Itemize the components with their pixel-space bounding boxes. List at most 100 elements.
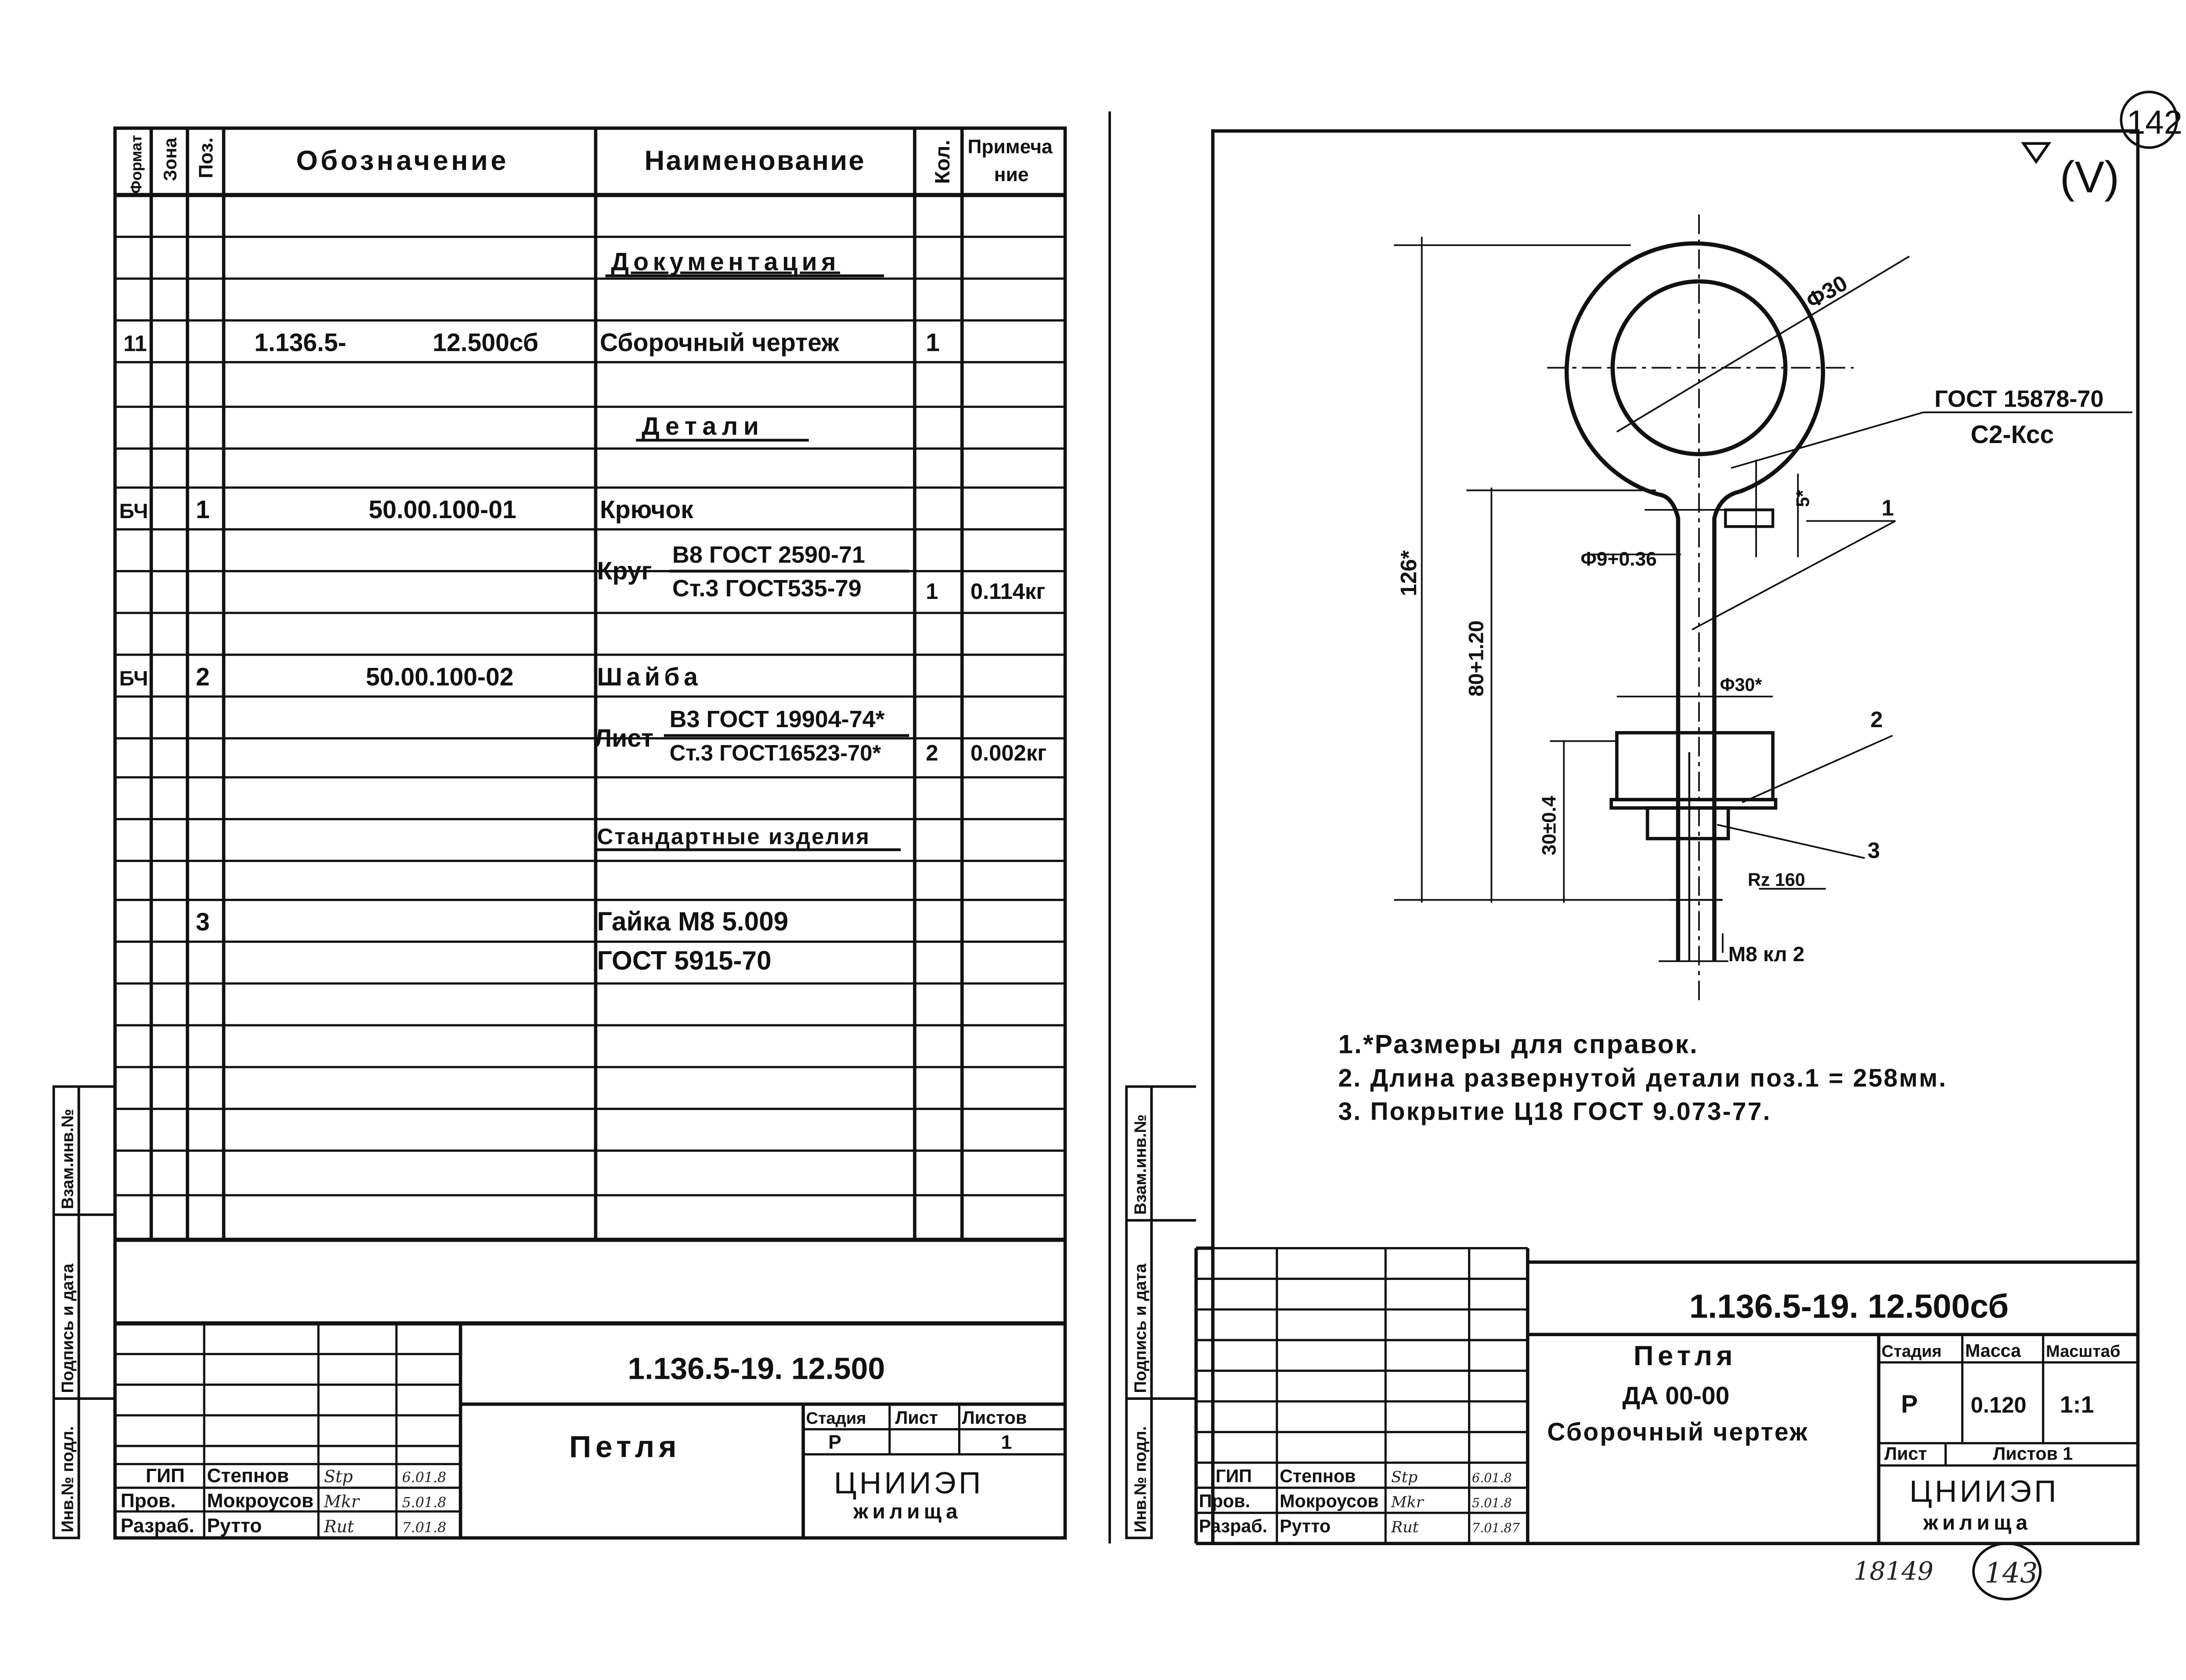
- drawing-frame: [1211, 129, 2140, 1545]
- left-person-1: Степнов: [207, 1465, 289, 1487]
- nut-standard: ГОСТ 5915-70: [597, 945, 772, 975]
- note-1: 1.*Размеры для справок.: [1338, 1029, 1699, 1059]
- right-stage-h: Стадия: [1882, 1342, 1942, 1361]
- left-sign-3: Rut: [324, 1517, 354, 1536]
- header-pos: Поз.: [195, 137, 217, 178]
- right-sign-2: Mkr: [1391, 1494, 1425, 1511]
- right-title-name-3: Сборочный чертеж: [1547, 1418, 1809, 1446]
- roughness-mark: (V): [2060, 152, 2119, 202]
- dim-80: 80+1.20: [1465, 620, 1488, 696]
- side-label-sign: Подпись и дата: [59, 1263, 77, 1393]
- right-sign-1: Stp: [1391, 1469, 1418, 1486]
- doc-designation-b: 12.500сб: [433, 328, 538, 357]
- header-qty: Кол.: [931, 140, 954, 184]
- right-date-3: 7.01.87: [1472, 1521, 1520, 1536]
- left-sign-1: Stp: [324, 1467, 353, 1486]
- doc-designation-a: 1.136.5-: [254, 328, 346, 357]
- left-role-2: Пров.: [121, 1490, 176, 1512]
- hook-mat-prefix: Круг: [597, 557, 652, 585]
- right-title-name-1: Петля: [1634, 1341, 1737, 1371]
- right-person-3: Рутто: [1280, 1516, 1331, 1536]
- left-date-1: 6.01.8: [402, 1470, 446, 1486]
- washer-name: Шайба: [597, 663, 702, 691]
- hook-designation: 50.00.100-01: [368, 496, 516, 524]
- leader-1: 1: [1882, 495, 1894, 520]
- left-title-name: Петля: [569, 1429, 681, 1464]
- left-role-1: ГИП: [146, 1465, 185, 1487]
- note-3: 3. Покрытие Ц18 ГОСТ 9.073-77.: [1338, 1098, 1771, 1126]
- right-mass: 0.120: [1971, 1392, 2027, 1417]
- weld-code: С2-Ксс: [1971, 421, 2054, 449]
- left-sheet-h: Лист: [895, 1407, 938, 1428]
- dim-5: 5*: [1793, 490, 1813, 507]
- right-org-1: ЦНИИЭП: [1909, 1474, 2059, 1508]
- washer-mat-top: В3 ГОСТ 19904-74*: [670, 706, 885, 732]
- spec-frame: [113, 126, 1067, 1540]
- note-2: 2. Длина развернутой детали поз.1 = 258м…: [1338, 1064, 1947, 1092]
- leader-2: 2: [1870, 707, 1883, 732]
- header-format: Формат: [128, 135, 145, 194]
- header-designation: Обозначение: [296, 145, 509, 176]
- right-mass-h: Масса: [1965, 1341, 2021, 1361]
- right-side-label-sign: Подпись и дата: [1132, 1263, 1150, 1393]
- right-role-3: Разраб.: [1199, 1516, 1267, 1536]
- left-title-code: 1.136.5-19. 12.500: [628, 1352, 885, 1386]
- hook-name: Крючок: [600, 496, 693, 524]
- right-title-code: 1.136.5-19. 12.500сб: [1689, 1288, 2009, 1325]
- right-scale: 1:1: [2060, 1392, 2094, 1418]
- right-role-1: ГИП: [1216, 1466, 1252, 1486]
- left-stage-h: Стадия: [806, 1409, 866, 1428]
- header-zone: Зона: [160, 137, 180, 181]
- left-date-2: 5.01.8: [402, 1495, 446, 1511]
- right-side-label-inv: Инв.№ подл.: [1132, 1426, 1150, 1532]
- right-sheets-h: Листов 1: [1993, 1444, 2073, 1464]
- dim-d30-washer: Φ30*: [1720, 675, 1762, 695]
- right-sign-3: Rut: [1391, 1519, 1419, 1536]
- dim-30: 30±0.4: [1538, 796, 1560, 855]
- washer-format: БЧ: [119, 667, 148, 690]
- bottom-stamp: 143: [1984, 1557, 2038, 1589]
- left-stage: Р: [828, 1431, 841, 1453]
- left-person-3: Рутто: [207, 1515, 262, 1537]
- washer-designation: 50.00.100-02: [366, 663, 514, 691]
- left-sheets: 1: [1001, 1431, 1012, 1453]
- thread-label: M8 кл 2: [1728, 943, 1805, 966]
- hook-format: БЧ: [119, 500, 148, 523]
- washer-note: 0.002кг: [970, 740, 1047, 765]
- bottom-number: 18149: [1854, 1557, 1933, 1586]
- doc-name: Сборочный чертеж: [600, 328, 839, 357]
- header-name: Наименование: [644, 145, 865, 176]
- left-date-3: 7.01.8: [402, 1520, 446, 1536]
- corner-stamp: 142: [2127, 104, 2182, 141]
- hook-mat-bottom: Ст.3 ГОСТ535-79: [672, 575, 862, 602]
- left-role-3: Разраб.: [121, 1515, 195, 1537]
- dim-d9: Φ9+0.36: [1580, 548, 1657, 570]
- leader-3: 3: [1868, 838, 1880, 863]
- nut-name: Гайка М8 5.009: [597, 906, 789, 936]
- hook-note: 0.114кг: [970, 579, 1046, 604]
- left-sheets-h: Листов: [962, 1407, 1027, 1428]
- gost-weld: ГОСТ 15878-70: [1934, 386, 2103, 412]
- roughness-rz: Rz 160: [1748, 870, 1805, 890]
- side-label-inv: Инв.№ подл.: [59, 1426, 77, 1532]
- right-side-label-replace: Взам.инв.№: [1132, 1114, 1150, 1215]
- washer-mat-bottom: Ст.3 ГОСТ16523-70*: [670, 740, 881, 765]
- right-person-1: Степнов: [1280, 1466, 1356, 1486]
- bottom-stamp-circle: [1972, 1542, 2042, 1601]
- right-title-name-2: ДА 00-00: [1623, 1382, 1730, 1410]
- dim-d30: Φ30: [1802, 270, 1851, 313]
- washer-mat-prefix: Лист: [594, 724, 653, 752]
- washer-pos: 2: [196, 663, 210, 691]
- right-person-2: Мокроусов: [1280, 1491, 1378, 1511]
- hook-pos: 1: [196, 496, 210, 524]
- right-role-2: Пров.: [1199, 1491, 1250, 1511]
- left-person-2: Мокроусов: [207, 1490, 314, 1512]
- corner-stamp-circle: [2120, 90, 2179, 149]
- doc-qty: 1: [926, 328, 940, 357]
- right-date-2: 5.01.8: [1472, 1496, 1512, 1511]
- eye-bolt-drawing: [1564, 241, 1825, 962]
- left-org-2: жилища: [853, 1500, 962, 1523]
- right-scale-h: Масштаб: [2046, 1342, 2120, 1361]
- section-details: Детали: [642, 412, 765, 440]
